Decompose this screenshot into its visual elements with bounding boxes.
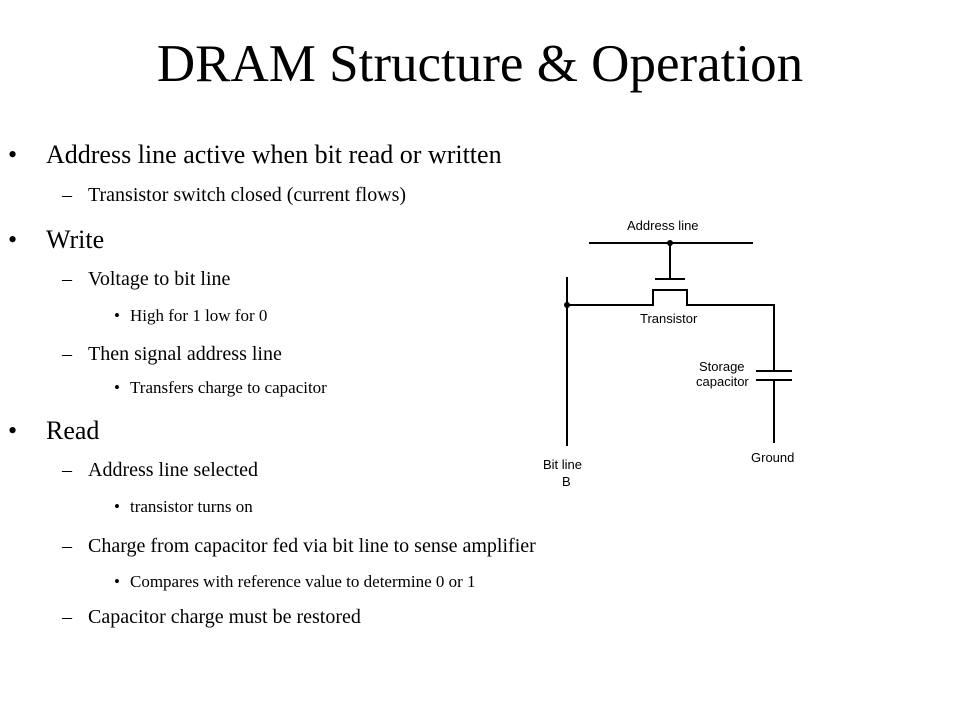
subbullet-charge-restored: Capacitor charge must be restored xyxy=(88,606,361,628)
small-bullet-marker: • xyxy=(114,378,120,397)
bullet-address-line-active: Address line active when bit read or wri… xyxy=(46,140,502,169)
subbullet-charge-fed-to-amplifier: Charge from capacitor fed via bit line t… xyxy=(88,535,536,557)
bit-line-symbol-label: B xyxy=(562,474,571,489)
dash-marker: – xyxy=(62,184,72,206)
storage-capacitor-label-2: capacitor xyxy=(696,374,749,389)
detail-transistor-turns-on: transistor turns on xyxy=(130,497,253,516)
bullet-marker: • xyxy=(8,416,18,445)
transistor-channel-wire xyxy=(566,289,775,306)
slide-title: DRAM Structure & Operation xyxy=(156,35,804,93)
small-bullet-marker: • xyxy=(114,497,120,516)
subbullet-address-line-selected: Address line selected xyxy=(88,459,258,481)
dash-marker: – xyxy=(62,459,72,481)
bullet-marker: • xyxy=(8,225,18,254)
detail-compares-reference: Compares with reference value to determi… xyxy=(130,572,476,591)
transistor-label: Transistor xyxy=(640,311,698,326)
dash-marker: – xyxy=(62,606,72,628)
bit-line-junction xyxy=(564,302,570,308)
ground-label: Ground xyxy=(751,450,794,465)
bullet-marker: • xyxy=(8,140,18,169)
detail-transfers-charge: Transfers charge to capacitor xyxy=(130,378,327,397)
subbullet-transistor-switch-closed: Transistor switch closed (current flows) xyxy=(88,184,407,206)
small-bullet-marker: • xyxy=(114,572,120,591)
dash-marker: – xyxy=(62,343,72,365)
bullet-read: Read xyxy=(46,416,100,445)
dash-marker: – xyxy=(62,535,72,557)
small-bullet-marker: • xyxy=(114,306,120,325)
dash-marker: – xyxy=(62,268,72,290)
dram-cell-diagram: Address line Transistor Storage capacito… xyxy=(543,218,794,489)
address-line-label: Address line xyxy=(627,218,699,233)
bullet-write: Write xyxy=(46,225,105,254)
subbullet-signal-address-line: Then signal address line xyxy=(88,343,282,365)
storage-capacitor-label-1: Storage xyxy=(699,359,745,374)
subbullet-voltage-to-bit-line: Voltage to bit line xyxy=(88,268,231,290)
detail-high-low: High for 1 low for 0 xyxy=(130,306,268,325)
bit-line-label: Bit line xyxy=(543,457,582,472)
